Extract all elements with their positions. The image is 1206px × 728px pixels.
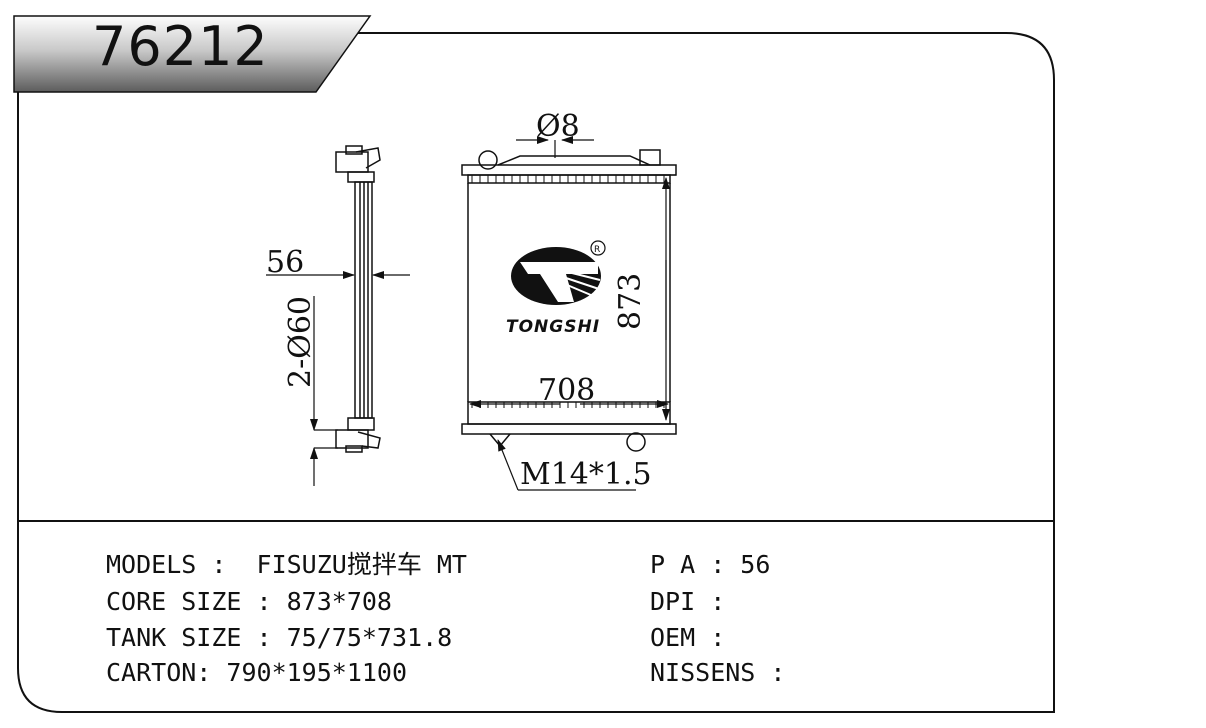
part-number-tab: [13, 15, 372, 93]
sheet-border: [17, 32, 1055, 713]
spec-tank-size: TANK SIZE : 75/75*731.8: [106, 623, 453, 652]
radiator-front-view: [461, 149, 677, 452]
front-dimensions: [469, 136, 676, 491]
dim-height: 873: [613, 273, 648, 330]
side-dimensions: [266, 271, 410, 486]
spec-carton: CARTON: 790*195*1100: [106, 658, 408, 687]
spec-nissens: NISSENS :: [650, 658, 786, 687]
registered-mark: R: [594, 245, 600, 255]
front-tick-marks: [471, 175, 665, 408]
spec-pa: P A : 56: [650, 550, 771, 579]
spec-oem: OEM :: [650, 623, 726, 652]
dim-pipe-diameter: Ø8: [536, 109, 580, 144]
brand-name: TONGSHI: [506, 317, 600, 337]
dim-inlet-outlet: 2-Ø60: [283, 296, 318, 388]
dim-thickness: 56: [266, 245, 304, 280]
registered-mark-icon: [590, 240, 606, 256]
spec-models: MODELS : FISUZU搅拌车 MT: [106, 550, 467, 579]
dim-width: 708: [538, 373, 595, 408]
spec-core-size: CORE SIZE : 873*708: [106, 587, 392, 616]
dim-drain-thread: M14*1.5: [520, 457, 652, 492]
tongshi-logo-icon: [511, 247, 603, 305]
radiator-side-view: [335, 145, 381, 453]
spec-dpi: DPI :: [650, 587, 726, 616]
part-number: 76212: [92, 15, 269, 78]
